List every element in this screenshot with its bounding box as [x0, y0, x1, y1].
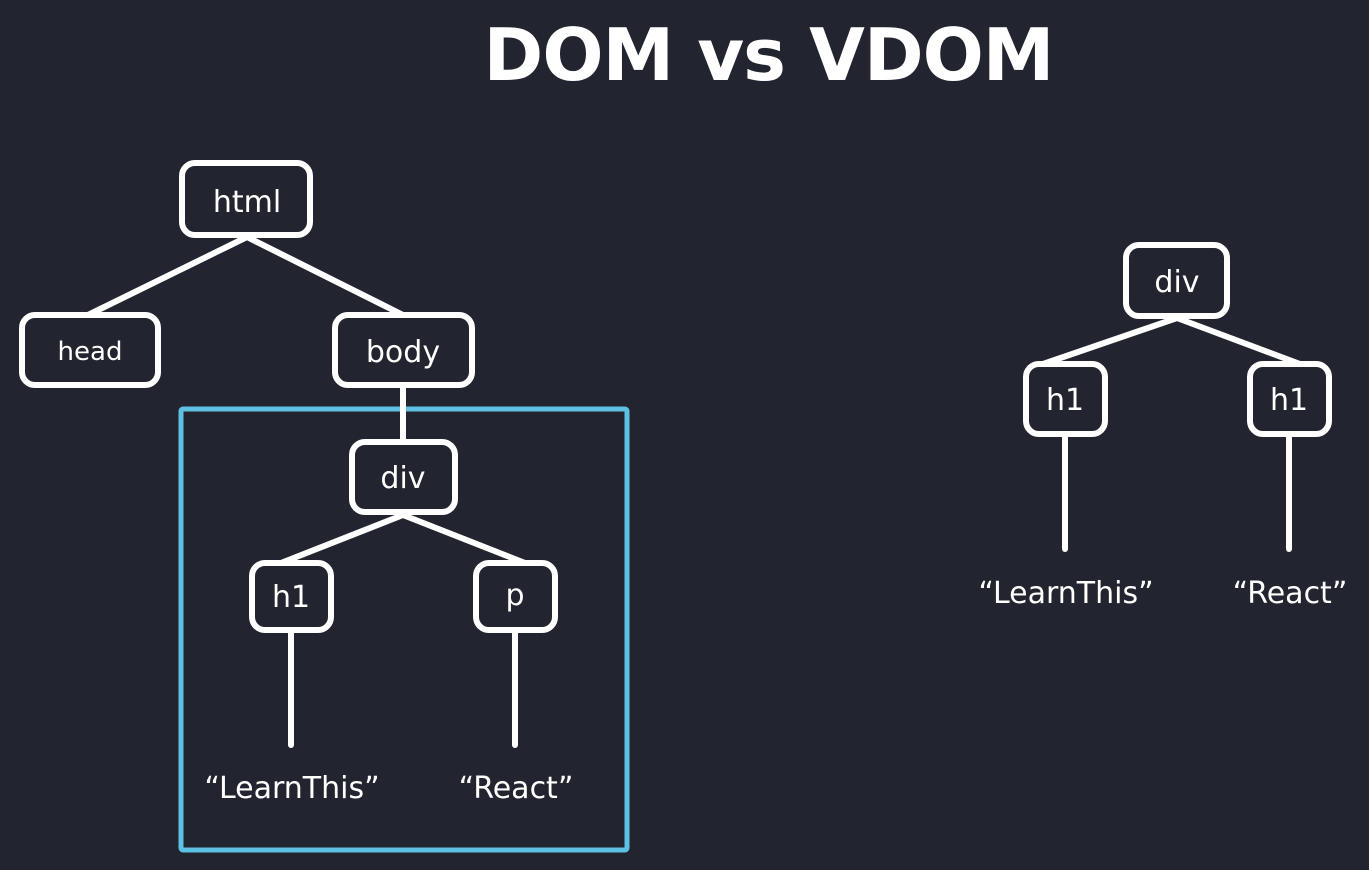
dom-text-node-learnthis: “LearnThis” — [204, 771, 379, 806]
dom-node-h1: h1 — [249, 560, 334, 633]
dom-node-div-label: div — [380, 461, 425, 496]
edge-div-p — [400, 512, 528, 566]
vdom-edge-div-h1-right — [1174, 315, 1303, 367]
dom-node-head: head — [19, 312, 161, 388]
dom-node-body: body — [332, 312, 475, 388]
dom-node-h1-label: h1 — [272, 580, 310, 615]
vdom-node-h1-left: h1 — [1023, 361, 1108, 437]
dom-node-p-label: p — [505, 578, 524, 613]
dom-tree-edges — [85, 234, 528, 748]
edge-html-body — [244, 234, 406, 318]
vdom-node-h1-left-label: h1 — [1046, 383, 1084, 418]
dom-node-p: p — [473, 560, 558, 633]
dom-text-node-react: “React” — [459, 771, 574, 806]
vdom-node-h1-right: h1 — [1247, 361, 1332, 437]
dom-node-html: html — [179, 160, 313, 238]
vdom-node-h1-right-label: h1 — [1270, 383, 1308, 418]
dom-node-body-label: body — [366, 335, 440, 370]
vdom-node-div: div — [1123, 242, 1230, 319]
dom-node-div: div — [349, 439, 458, 515]
vdom-text-node-learnthis: “LearnThis” — [978, 576, 1153, 611]
vdom-edge-div-h1-left — [1040, 315, 1180, 367]
vdom-text-node-react: “React” — [1233, 576, 1348, 611]
slide-title: DOM vs VDOM — [483, 13, 1055, 97]
edge-html-head — [85, 234, 250, 318]
edge-div-h1 — [278, 512, 406, 566]
vdom-tree-edges — [1040, 315, 1303, 552]
vdom-node-div-label: div — [1154, 265, 1199, 300]
dom-node-head-label: head — [58, 337, 123, 367]
dom-node-html-label: html — [213, 185, 281, 220]
